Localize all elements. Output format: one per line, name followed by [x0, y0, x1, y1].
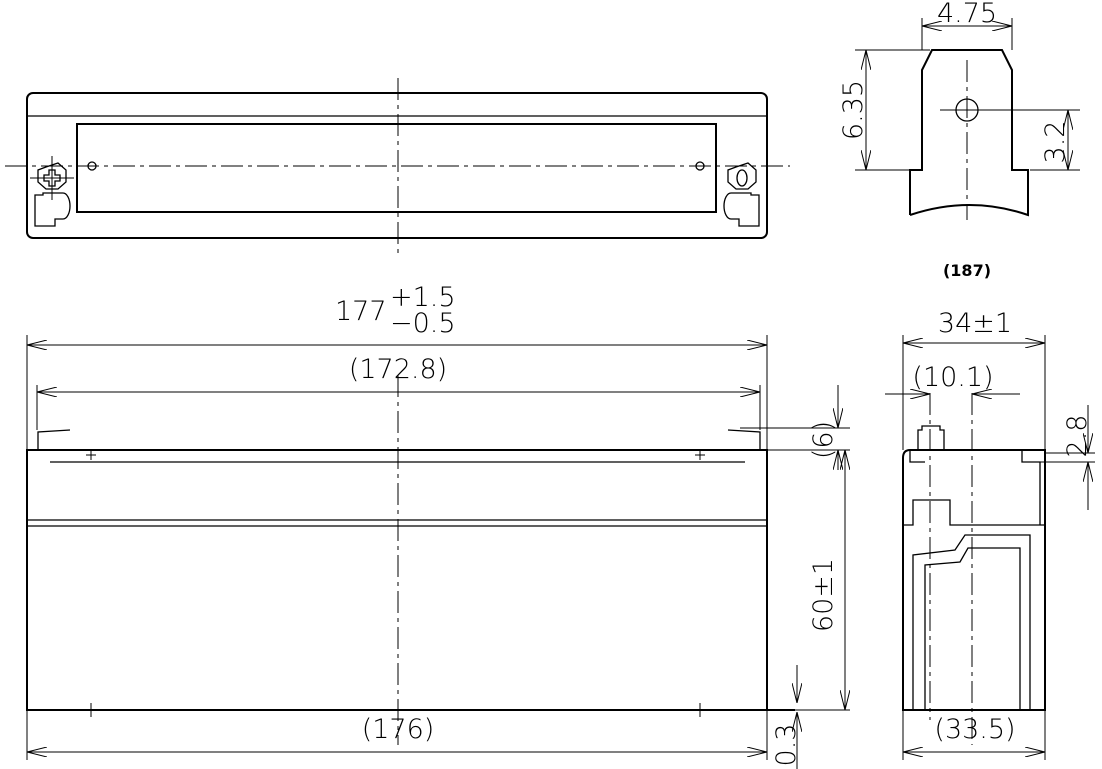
dim-terminal-offset: (10.1) — [912, 362, 993, 393]
terminal-code: (187) — [943, 261, 991, 280]
terminal-tab-left — [34, 192, 71, 227]
terminal-outline — [909, 49, 1029, 217]
dim-side-width: 34±1 — [938, 308, 1012, 339]
dim-hole-height: 3.2 — [1040, 121, 1071, 164]
side-terminal — [917, 425, 945, 450]
dim-terminal-width: 4.75 — [937, 0, 997, 29]
dim-base-width: (33.5) — [934, 714, 1015, 745]
front-view: 177 +1.5 −0.5 (172.8) (6) 60±1 0.3 (176) — [26, 282, 850, 769]
dim-terminal-pitch: (172.8) — [349, 354, 447, 385]
dim-base-length: (176) — [362, 714, 435, 745]
terminal-tab-right — [723, 192, 760, 227]
terminal-screw-icon — [727, 162, 757, 190]
front-body — [26, 449, 768, 711]
dim-base-offset: 0.3 — [771, 724, 802, 767]
dim-tolerance-minus: −0.5 — [390, 308, 456, 339]
dim-tolerance-plus: +1.5 — [390, 282, 456, 313]
dim-overall-length: 177 — [335, 296, 387, 327]
top-view — [5, 78, 790, 258]
top-label-panel — [76, 123, 717, 213]
dim-body-height: 60±1 — [808, 558, 839, 632]
dim-terminal-height: (6) — [808, 421, 839, 459]
dim-cover-step: 2.8 — [1062, 415, 1093, 458]
side-view: 34±1 (10.1) 2.8 (33.5) — [885, 308, 1095, 760]
terminal-detail: 4.75 6.35 3.2 (187) — [838, 0, 1080, 280]
terminal-screw-icon — [30, 156, 74, 200]
side-body — [902, 449, 1046, 711]
front-terminals — [37, 429, 761, 450]
dim-terminal-height: 6.35 — [838, 80, 869, 140]
